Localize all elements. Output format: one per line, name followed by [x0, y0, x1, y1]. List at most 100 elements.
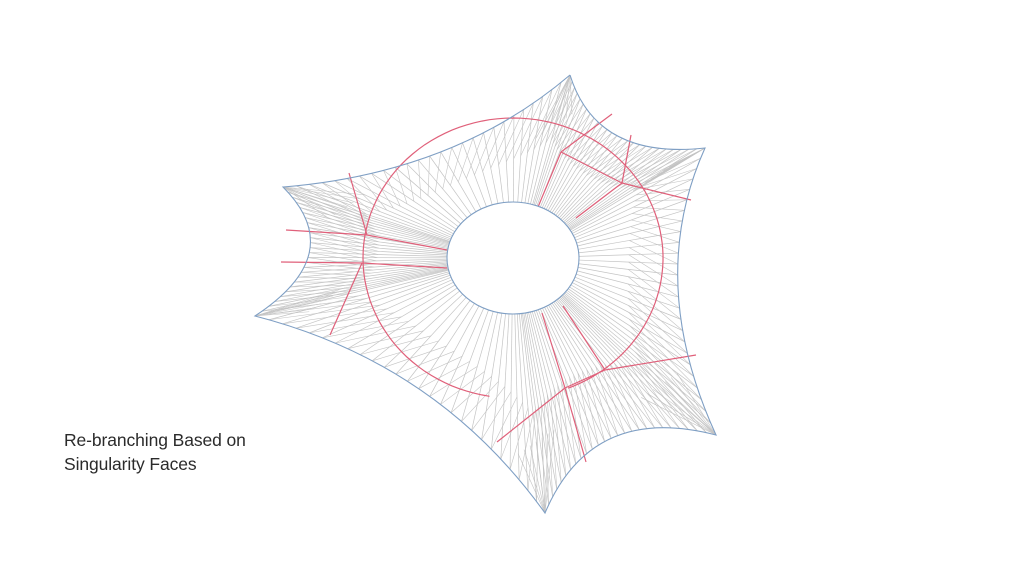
mesh-edge — [547, 74, 571, 131]
mesh-edge — [384, 345, 447, 368]
mesh-edge — [474, 127, 495, 175]
mesh-edge — [282, 186, 348, 208]
mesh-edge — [631, 338, 711, 424]
mesh-edge — [471, 312, 498, 431]
inner-hole — [446, 201, 580, 315]
mesh-edge — [523, 449, 546, 514]
branch-segment — [496, 387, 566, 443]
mesh-edge — [546, 394, 553, 497]
mesh-edge — [627, 305, 691, 366]
mesh-edge — [581, 370, 599, 446]
mesh-edge — [254, 299, 328, 317]
mesh-edge — [554, 103, 584, 147]
mesh-edge — [310, 247, 377, 262]
mesh-edge — [586, 142, 634, 176]
mesh-edge — [631, 219, 681, 232]
mesh-edge — [539, 81, 573, 147]
branch-segment — [564, 369, 606, 389]
mesh-edge — [569, 129, 608, 165]
mesh-edge — [506, 103, 534, 163]
mesh-edge — [609, 363, 640, 430]
caption-line-2: Singularity Faces — [64, 454, 197, 474]
mesh-edge — [627, 269, 680, 309]
mesh-edge — [517, 453, 546, 514]
mesh-edge — [532, 74, 571, 205]
mesh-edge — [442, 147, 453, 189]
mesh-edge — [359, 175, 388, 211]
branch-ring-left — [362, 117, 537, 397]
mesh-edge — [335, 281, 454, 344]
mesh-edge — [652, 389, 717, 436]
mesh-edge — [573, 374, 587, 454]
mesh-edge — [551, 93, 578, 140]
mesh-edge — [513, 96, 543, 159]
mesh-edge — [296, 202, 377, 233]
mesh-edge — [292, 196, 450, 244]
mesh-edge — [629, 325, 702, 400]
mesh-edge — [490, 115, 515, 169]
mesh-edge — [628, 363, 672, 429]
mesh-edge — [306, 262, 373, 271]
mesh-edge — [600, 365, 626, 434]
mesh-edge — [254, 295, 334, 317]
mesh-edge — [669, 147, 706, 168]
mesh-edge — [418, 160, 422, 199]
mesh-edge — [551, 129, 608, 214]
branch-segment — [348, 172, 368, 236]
mesh-edge — [614, 363, 648, 429]
mesh-edge — [541, 74, 571, 135]
mesh-edge — [547, 121, 599, 211]
outer-boundary — [253, 74, 717, 515]
mesh-edge — [268, 304, 381, 321]
mesh-edge — [254, 301, 374, 317]
mesh-edge — [290, 284, 362, 288]
mesh-edge — [627, 283, 683, 331]
mesh-edge — [553, 74, 571, 127]
mesh-edge — [628, 261, 679, 298]
mesh-edge — [565, 74, 571, 119]
mesh-edge — [371, 173, 394, 209]
mesh-edge — [306, 258, 448, 263]
mesh-edge — [533, 81, 573, 206]
mesh-edge — [569, 74, 573, 115]
mesh-edge — [303, 267, 371, 274]
mesh-edge — [557, 384, 567, 476]
mesh-edge — [572, 168, 697, 234]
mesh-edge — [285, 287, 359, 293]
branch-segment — [560, 113, 613, 153]
mesh-edge — [282, 186, 354, 204]
mesh-edge — [450, 142, 463, 186]
branch-ring-right — [536, 119, 664, 389]
caption-line-1: Re-branching Based on — [64, 430, 246, 450]
mesh-edge — [301, 272, 369, 277]
mesh-edge — [578, 252, 679, 257]
mesh-edge — [604, 148, 667, 185]
mesh-edge — [282, 186, 336, 216]
mesh-edge — [299, 207, 378, 236]
mesh-edge — [566, 125, 603, 162]
mesh-edge — [482, 121, 505, 172]
mesh-edge — [590, 367, 612, 439]
mesh-edge — [310, 242, 378, 258]
mesh-edge — [309, 232, 379, 252]
branch-segment — [564, 387, 587, 463]
mesh-edge — [658, 385, 717, 436]
mesh-edge — [535, 74, 571, 139]
branch-segment — [604, 354, 697, 371]
mesh-edge — [544, 429, 555, 514]
mesh-edge — [670, 377, 717, 436]
mesh-edge — [616, 148, 689, 188]
mesh-edge — [290, 264, 448, 288]
mesh-edge — [636, 358, 698, 432]
mesh-edge — [620, 148, 697, 189]
mesh-edge — [518, 413, 534, 480]
mesh-edge — [372, 290, 460, 362]
mesh-edge — [440, 371, 485, 405]
mesh-edge — [630, 226, 680, 243]
mesh-edge — [287, 191, 375, 227]
mesh-edge — [394, 167, 408, 204]
mesh-edge — [282, 186, 342, 212]
mesh-edge — [550, 390, 558, 490]
mesh-edge — [664, 381, 717, 436]
